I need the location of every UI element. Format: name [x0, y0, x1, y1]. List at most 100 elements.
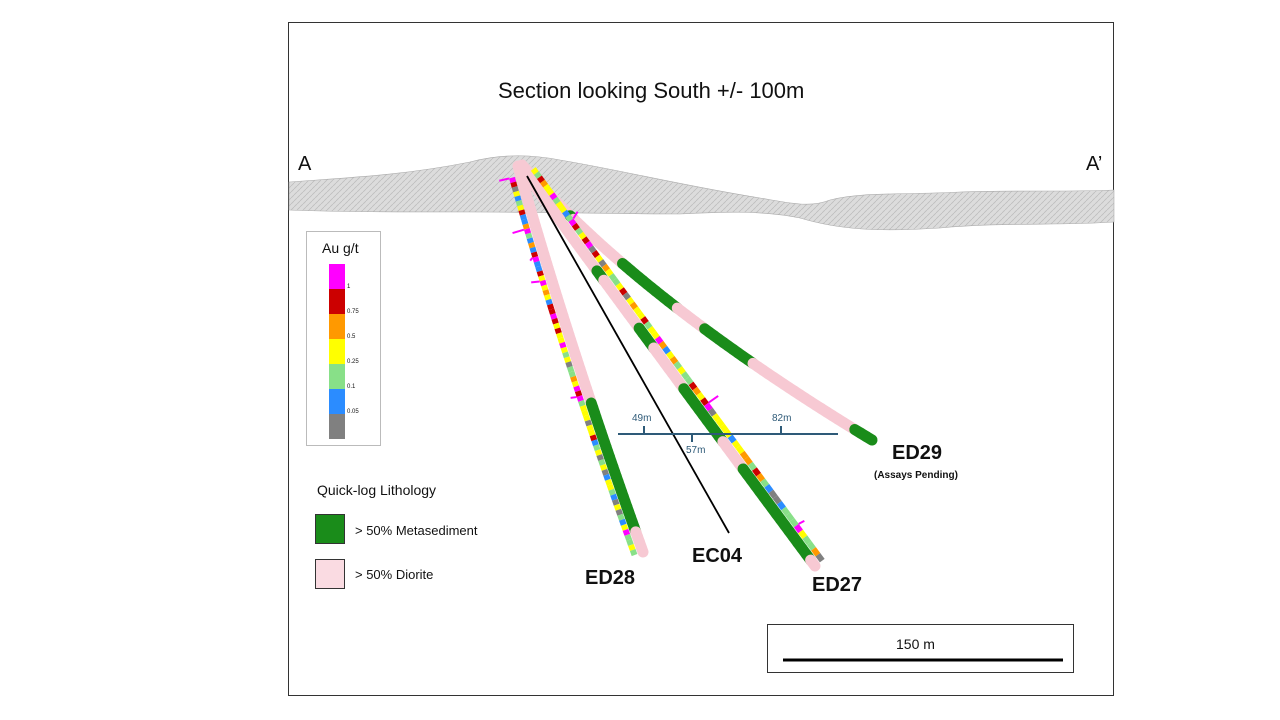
metasediment-interval [860, 431, 878, 446]
assay-interval [772, 495, 782, 505]
assay-interval [536, 270, 544, 277]
assay-interval [612, 277, 621, 287]
assay-interval [509, 176, 517, 184]
assay-interval [760, 478, 770, 488]
assay-interval [647, 325, 657, 335]
assay-interval [684, 376, 694, 386]
assay-interval [615, 282, 624, 291]
assay-interval [518, 209, 526, 216]
assay-interval [581, 236, 590, 245]
assay-interval [576, 395, 584, 402]
assay-interval [802, 535, 812, 545]
assay-interval [591, 439, 599, 447]
assay-interval [529, 246, 537, 254]
assay-interval [517, 204, 525, 211]
assay-interval [573, 385, 581, 393]
hole-label-ed27: ED27 [812, 574, 863, 596]
metasediment-swatch [315, 514, 345, 544]
assay-interval [566, 366, 575, 373]
assay-interval [598, 259, 607, 268]
assay-interval [554, 327, 562, 335]
assay-interval [523, 227, 532, 235]
assay-interval [756, 472, 766, 483]
assay-interval [545, 298, 553, 306]
au-bin-label: 0.5 [347, 334, 356, 340]
assay-interval [610, 493, 618, 501]
assay-interval [747, 461, 757, 471]
section-frame [288, 22, 1114, 696]
assay-interval [581, 409, 589, 417]
assay-interval [624, 533, 632, 541]
assay-interval [776, 500, 786, 511]
au-bin-label: 1 [347, 284, 351, 290]
assay-interval [613, 503, 622, 511]
assay-interval [586, 424, 594, 432]
assay-spike [531, 280, 540, 284]
assay-interval [620, 523, 629, 531]
assay-interval [549, 192, 558, 201]
assay-interval [669, 355, 679, 365]
assay-interval [735, 445, 745, 455]
intercept-49m: 49m [632, 413, 652, 424]
hole-label-ed28: ED28 [585, 567, 636, 589]
scale-bar-label: 150 m [896, 636, 935, 652]
au-bin-swatch [329, 314, 345, 339]
assay-interval [707, 407, 717, 417]
assay-interval [533, 260, 542, 268]
assay-interval [565, 361, 573, 368]
assay-interval [552, 196, 561, 205]
au-legend-title: Au g/t [322, 240, 359, 256]
assay-interval [793, 523, 803, 534]
assay-interval [571, 380, 580, 388]
assay-interval [553, 322, 561, 330]
assay-interval [606, 483, 615, 491]
au-bin-label: 0.1 [347, 384, 356, 390]
assay-interval [596, 454, 604, 461]
metasediment-label: > 50% Metasediment [355, 523, 478, 538]
assay-interval [588, 245, 597, 254]
assay-interval [752, 467, 761, 477]
assay-interval [798, 529, 808, 540]
assay-interval [513, 190, 521, 198]
assay-interval [615, 508, 623, 516]
assay-interval [533, 171, 542, 180]
assay-interval [584, 419, 593, 427]
assay-interval [515, 200, 523, 207]
assay-interval [605, 268, 614, 277]
assay-interval [764, 484, 774, 494]
assay-spike [798, 519, 805, 525]
assay-interval [601, 468, 609, 476]
assay-interval [700, 397, 709, 407]
assay-interval [719, 423, 729, 433]
assay-interval [532, 256, 540, 263]
assay-interval [658, 340, 668, 350]
assay-interval [514, 195, 522, 202]
assay-interval [579, 404, 588, 412]
assay-interval [599, 463, 608, 471]
intercept-line [618, 426, 838, 442]
assay-interval [557, 337, 565, 344]
assay-interval [629, 301, 639, 310]
assay-interval [673, 361, 683, 370]
au-bin-label: 0.05 [347, 409, 359, 415]
assay-interval [743, 456, 753, 466]
assay-spike [708, 395, 719, 404]
assay-interval [811, 547, 821, 557]
assay-interval [546, 188, 555, 196]
assay-interval [570, 375, 578, 383]
assay-interval [535, 265, 543, 273]
au-bin-swatch [329, 339, 345, 364]
assay-interval [540, 179, 548, 188]
assay-interval [633, 306, 642, 315]
assay-spike [512, 228, 525, 235]
assay-interval [598, 459, 606, 466]
assay-interval [696, 391, 706, 401]
assay-spike [499, 177, 510, 182]
assay-interval [789, 518, 799, 528]
assay-interval [551, 317, 559, 325]
topography-surface [288, 155, 1115, 231]
au-bin-label: 0.25 [347, 359, 359, 365]
assay-interval [571, 222, 580, 231]
scale-bar-box: 150 m [767, 624, 1074, 673]
